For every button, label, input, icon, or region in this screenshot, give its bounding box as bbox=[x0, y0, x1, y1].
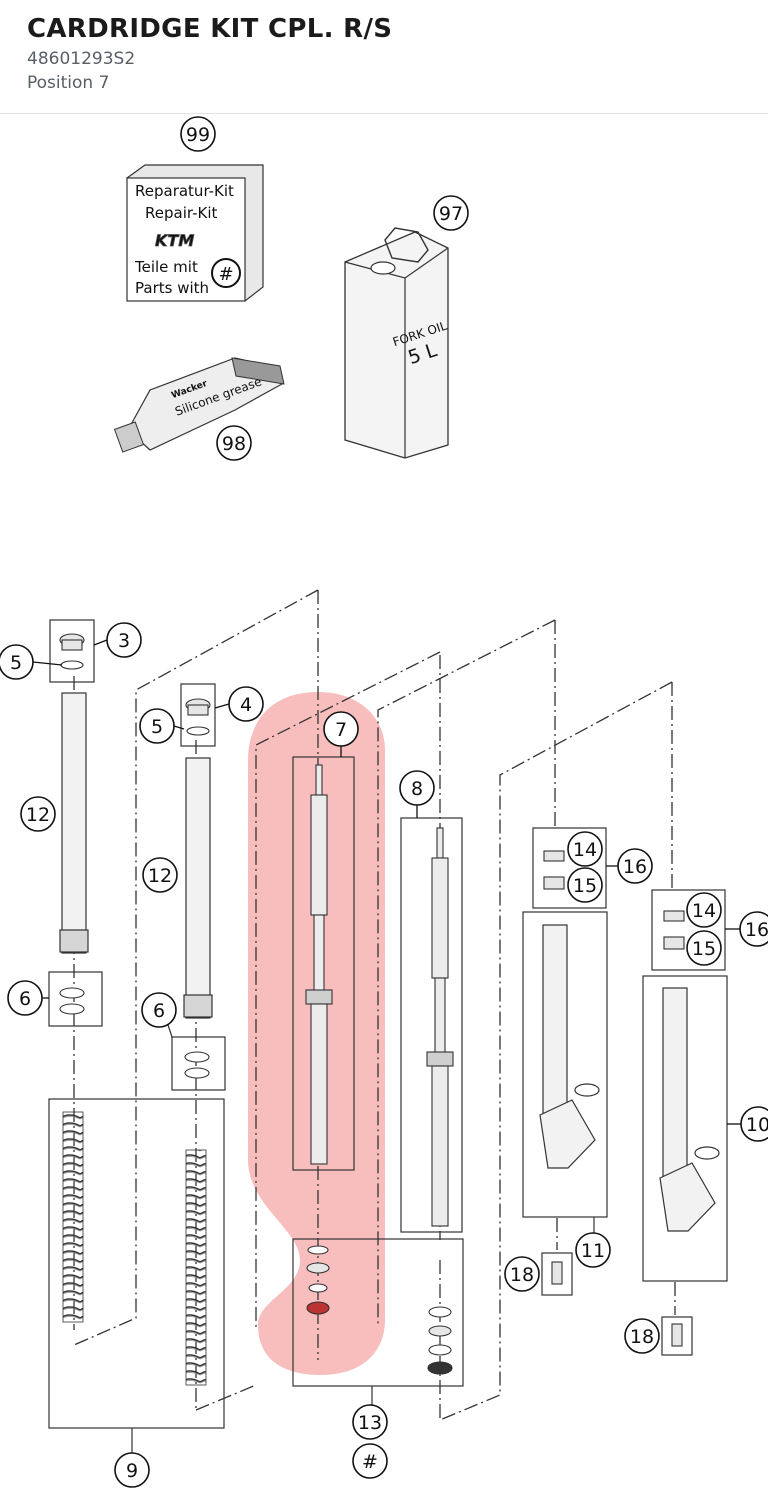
callout-ticks bbox=[32, 639, 741, 1125]
callout-13-hash-mark[interactable]: # bbox=[362, 1451, 378, 1473]
callout-14-left[interactable]: 14 bbox=[573, 839, 597, 861]
kit-text-line4: Parts with bbox=[135, 279, 209, 297]
position-label: Position 7 bbox=[27, 73, 110, 93]
callout-99[interactable]: 99 bbox=[186, 124, 210, 146]
callout-circles bbox=[0, 116, 768, 1488]
callout-12-left[interactable]: 12 bbox=[26, 804, 50, 826]
callout-10[interactable]: 10 bbox=[746, 1114, 768, 1136]
callout-14-right[interactable]: 14 bbox=[692, 900, 716, 922]
callout-5-left[interactable]: 5 bbox=[10, 652, 22, 674]
page-header: CARDRIDGE KIT CPL. R/S 48601293S2 Positi… bbox=[0, 0, 768, 114]
kit-brand-logo: KTM bbox=[155, 231, 194, 250]
callout-18-right[interactable]: 18 bbox=[630, 1326, 654, 1348]
callout-15-left[interactable]: 15 bbox=[573, 875, 597, 897]
callout-7[interactable]: 7 bbox=[335, 719, 347, 741]
callout-18-left[interactable]: 18 bbox=[510, 1264, 534, 1286]
callout-6-right[interactable]: 6 bbox=[153, 1000, 165, 1022]
kit-text-line2: Repair-Kit bbox=[145, 204, 217, 222]
callout-13[interactable]: 13 bbox=[358, 1412, 382, 1434]
callout-5-right[interactable]: 5 bbox=[151, 716, 163, 738]
kit-text-line3: Teile mit bbox=[134, 258, 198, 276]
callout-8[interactable]: 8 bbox=[411, 778, 423, 800]
callout-12-right[interactable]: 12 bbox=[148, 865, 172, 887]
callout-3[interactable]: 3 bbox=[118, 630, 130, 652]
callout-98[interactable]: 98 bbox=[222, 433, 246, 455]
callout-6-left[interactable]: 6 bbox=[19, 988, 31, 1010]
cartridge-rods bbox=[305, 764, 454, 1227]
spring-left bbox=[62, 1111, 84, 1323]
kit-text-line1: Reparatur-Kit bbox=[135, 182, 234, 200]
callout-16-right[interactable]: 16 bbox=[745, 919, 768, 941]
outer-tubes bbox=[539, 924, 720, 1232]
callout-97[interactable]: 97 bbox=[439, 203, 463, 225]
fork-tubes bbox=[59, 692, 213, 1019]
grease-tube[interactable]: Wacker Silicone grease bbox=[113, 357, 285, 453]
part-frames bbox=[48, 619, 728, 1455]
callout-9[interactable]: 9 bbox=[126, 1460, 138, 1482]
part-number: 48601293S2 bbox=[27, 49, 136, 69]
caps-and-seals bbox=[59, 633, 685, 1375]
callout-15-right[interactable]: 15 bbox=[692, 938, 716, 960]
callout-4[interactable]: 4 bbox=[240, 694, 252, 716]
kit-hash-mark: # bbox=[218, 264, 233, 285]
callout-16-left[interactable]: 16 bbox=[623, 856, 647, 878]
spring-right bbox=[185, 1149, 207, 1386]
callout-labels: 99 97 98 3 5 5 4 7 8 12 12 14 15 16 14 1… bbox=[10, 124, 768, 1482]
callout-11[interactable]: 11 bbox=[581, 1240, 605, 1262]
fork-oil-can[interactable]: FORK OIL 5 L bbox=[344, 227, 456, 459]
page-title: CARDRIDGE KIT CPL. R/S bbox=[27, 14, 393, 44]
repair-kit-box[interactable]: Reparatur-Kit Repair-Kit KTM Teile mit P… bbox=[126, 164, 264, 302]
